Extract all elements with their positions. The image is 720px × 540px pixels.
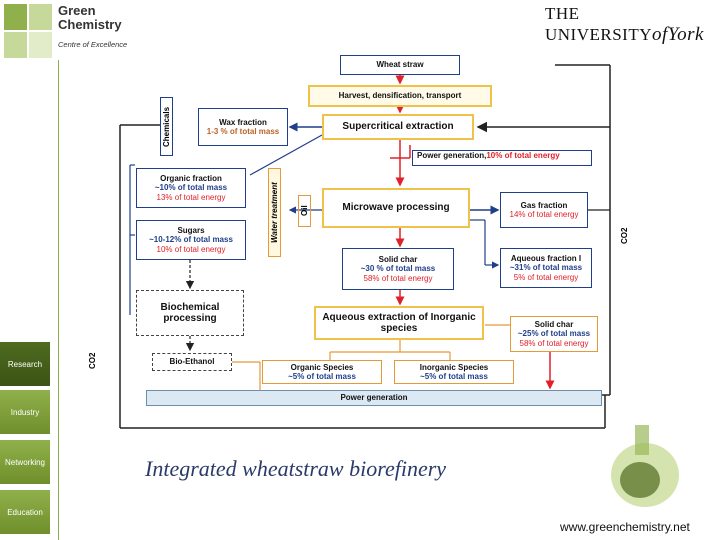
sidebar-item-industry[interactable]: Industry	[0, 390, 50, 434]
solid-char-mass: ~30 % of total mass	[360, 264, 436, 274]
wax-fraction-box: Wax fraction 1-3 % of total mass	[198, 108, 288, 146]
inorganic-species-title: Inorganic Species	[419, 362, 489, 372]
biochemical-box: Biochemical processing	[136, 290, 244, 336]
university-name: York	[667, 24, 704, 45]
sidebar-item-label: Networking	[4, 457, 45, 467]
organic-species-mass: ~5% of total mass	[288, 372, 356, 381]
solid-char2-box: Solid char ~25% of total mass 58% of tot…	[510, 316, 598, 352]
flask-decoration-icon	[595, 420, 695, 515]
co2-left-label: CO2	[88, 352, 97, 370]
university-of: of	[652, 24, 668, 45]
water-treatment-label: Water treatment	[268, 168, 281, 257]
aqueous-mass: ~31% of total mass	[509, 263, 583, 273]
organic-fraction-box: Organic fraction ~10% of total mass 13% …	[136, 168, 246, 208]
organic-mass: ~10% of total mass	[154, 183, 228, 193]
sugars-title: Sugars	[177, 226, 205, 236]
microwave-label: Microwave processing	[342, 202, 450, 214]
sidebar-item-label: Research	[7, 359, 43, 369]
solid-char-title: Solid char	[378, 255, 418, 265]
wheat-straw-box: Wheat straw	[340, 55, 460, 75]
sidebar-item-networking[interactable]: Networking	[0, 440, 50, 484]
organic-species-title: Organic Species	[290, 362, 354, 372]
biochem-label: Biochemical processing	[160, 301, 220, 325]
logo-line-2: Chemistry	[58, 17, 122, 32]
university-prefix: THE UNIVERSITY	[545, 4, 652, 44]
organic-species-box: Organic Species ~5% of total mass	[262, 360, 382, 384]
sugars-energy: 10% of total energy	[156, 244, 226, 254]
green-chemistry-logo-icon	[4, 4, 52, 58]
inorganic-species-box: Inorganic Species ~5% of total mass	[394, 360, 514, 384]
aqueous-title: Aqueous fraction I	[510, 254, 582, 264]
solid-char2-mass: ~25% of total mass	[517, 329, 591, 339]
bioethanol-label: Bio-Ethanol	[169, 357, 215, 367]
sidebar-item-education[interactable]: Education	[0, 490, 50, 534]
wax-sub: 1-3 % of total mass	[206, 127, 280, 136]
logo-line-1: Green	[58, 3, 96, 18]
aqueous-extract-label: Aqueous extraction of Inorganic species	[322, 311, 476, 335]
solid-char-energy: 58% of total energy	[363, 273, 433, 283]
supercritical-label: Supercritical extraction	[342, 121, 454, 133]
sugars-box: Sugars ~10-12% of total mass 10% of tota…	[136, 220, 246, 260]
logo-title: Green Chemistry	[58, 4, 122, 32]
power-gen-top-label: Power generation,	[417, 151, 487, 160]
inorganic-species-mass: ~5% of total mass	[420, 372, 488, 381]
solid-char2-title: Solid char	[534, 320, 574, 330]
organic-title: Organic fraction	[160, 174, 222, 184]
logo-subtitle: Centre of Excellence	[58, 40, 128, 49]
supercritical-box: Supercritical extraction	[322, 114, 474, 140]
wheat-straw-label: Wheat straw	[376, 60, 424, 70]
diagram-caption: Integrated wheatstraw biorefinery	[145, 456, 447, 481]
aqueous-extraction-box: Aqueous extraction of Inorganic species	[314, 306, 484, 340]
sidebar-divider	[58, 60, 59, 540]
sidebar-item-label: Education	[7, 507, 43, 517]
power-generation-bar: Power generation	[146, 390, 602, 406]
solid-char-box: Solid char ~30 % of total mass 58% of to…	[342, 248, 454, 290]
power-generation-label: Power generation	[340, 393, 408, 403]
power-gen-top-energy: 10% of total energy	[486, 151, 560, 160]
chemicals-label: Chemicals	[160, 97, 173, 156]
gas-title: Gas fraction	[520, 200, 568, 210]
power-gen-top-box: Power generation, 10% of total energy	[412, 150, 592, 166]
university-logo: THE UNIVERSITYofYork	[545, 4, 720, 46]
biorefinery-diagram: Wheat straw Harvest, densification, tran…	[88, 50, 640, 430]
gas-energy: 14% of total energy	[509, 210, 579, 219]
harvest-box: Harvest, densification, transport	[308, 85, 492, 107]
microwave-box: Microwave processing	[322, 188, 470, 228]
wax-title: Wax fraction	[219, 117, 267, 127]
sidebar-item-research[interactable]: Research	[0, 342, 50, 386]
gas-fraction-box: Gas fraction 14% of total energy	[500, 192, 588, 228]
sidebar-item-label: Industry	[10, 407, 40, 417]
harvest-label: Harvest, densification, transport	[338, 91, 462, 101]
aqueous-energy: 5% of total energy	[513, 272, 579, 282]
solid-char2-energy: 58% of total energy	[519, 338, 589, 348]
sugars-mass: ~10-12% of total mass	[149, 235, 233, 245]
oil-label: Oil	[298, 195, 311, 227]
co2-right-label: CO2	[620, 227, 629, 245]
organic-energy: 13% of total energy	[156, 192, 226, 202]
footer-url[interactable]: www.greenchemistry.net	[560, 520, 690, 534]
aqueous-fraction-box: Aqueous fraction I ~31% of total mass 5%…	[500, 248, 592, 288]
diagram-connectors	[119, 64, 611, 429]
bioethanol-box: Bio-Ethanol	[152, 353, 232, 371]
